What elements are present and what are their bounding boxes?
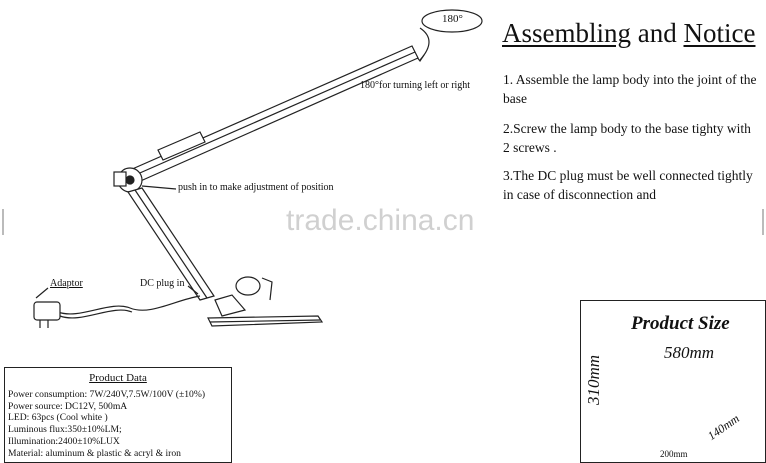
screw-callout xyxy=(235,276,261,296)
watermark-text: trade.china.cn xyxy=(286,204,475,237)
spec-power-source: Power source: DC12V, 500mA xyxy=(8,400,128,412)
step-3: 3.The DC plug must be well connected tig… xyxy=(503,168,753,202)
size-height: 310mm xyxy=(584,354,603,405)
page-title: Assembling and Notice xyxy=(502,18,755,49)
title-and: and xyxy=(637,18,677,48)
spec-material: Material: aluminum & plastic & acryl & i… xyxy=(8,447,181,459)
spec-power-consumption: Power consumption: 7W/240V,7.5W/100V (±1… xyxy=(8,389,206,400)
product-data-box: Product Data Power consumption: 7W/240V,… xyxy=(4,367,232,463)
size-width: 580mm xyxy=(664,343,715,362)
rotation-note: 180°for turning left or right xyxy=(360,80,471,91)
spec-luminous-flux: Luminous flux:350±10%LM; xyxy=(8,424,122,436)
step-1: 1. Assemble the lamp body into the joint… xyxy=(503,72,757,106)
push-adjust-note: push in to make adjustment of position xyxy=(178,182,334,193)
product-data-title: Product Data xyxy=(89,372,147,384)
power-cable xyxy=(57,295,201,315)
product-data-lines: Power consumption: 7W/240V,7.5W/100V (±1… xyxy=(8,389,205,459)
title-notice: Notice xyxy=(683,18,756,48)
size-base: 200mm xyxy=(660,449,688,459)
rotation-arrow-icon xyxy=(419,27,430,61)
dc-plug-label: DC plug in xyxy=(140,278,185,289)
spec-illumination: Illumination:2400±10%LUX xyxy=(8,435,120,447)
product-size-box: Product Size xyxy=(580,300,766,463)
step-2: 2.Screw the lamp body to the base tighty… xyxy=(503,121,751,155)
title-assembling: Assembling xyxy=(502,18,632,48)
rotation-badge-label: 180° xyxy=(442,13,463,25)
rotation-badge-outline xyxy=(421,9,483,33)
adaptor-icon xyxy=(33,301,61,321)
spec-led: LED: 63pcs (Cool white ) xyxy=(8,412,108,424)
adaptor-label: Adaptor xyxy=(50,278,83,289)
product-size-title: Product Size xyxy=(631,313,730,334)
